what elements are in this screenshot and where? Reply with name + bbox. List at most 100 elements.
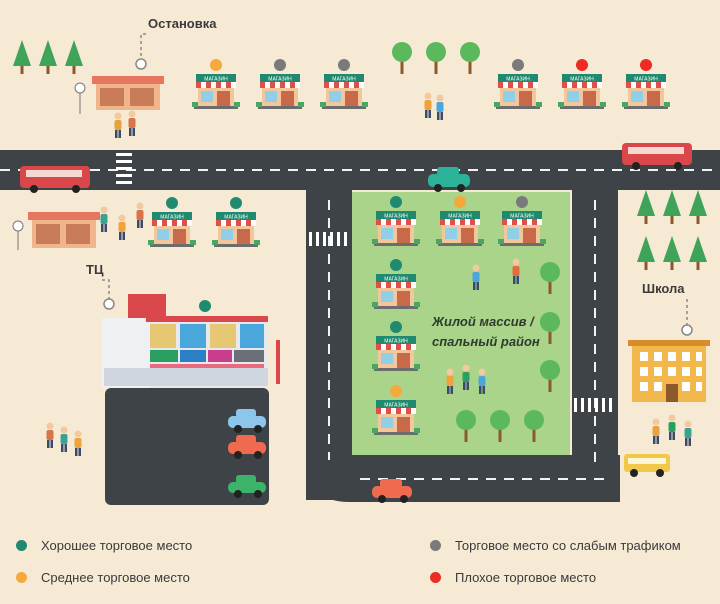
person	[472, 264, 480, 290]
person	[128, 110, 136, 136]
car-green	[228, 475, 266, 498]
shop-park-mid-1: МАГАЗИН	[372, 259, 420, 309]
shop-sign: МАГАЗИН	[224, 215, 248, 221]
shop-top-3: МАГАЗИН	[320, 59, 368, 109]
shop-sign: МАГАЗИН	[268, 77, 292, 83]
shop-sign: МАГАЗИН	[570, 77, 594, 83]
pine-tree	[663, 190, 681, 224]
round-tree	[540, 262, 560, 294]
legend-weak-label: Торговое место со слабым трафиком	[455, 538, 681, 553]
shop-park-top-1: МАГАЗИН	[372, 196, 420, 246]
legend-medium: Среднее торговое место	[16, 570, 190, 585]
shop-sign: МАГАЗИН	[384, 214, 408, 220]
shopping-mall	[102, 294, 280, 388]
people	[46, 92, 692, 456]
round-tree	[540, 312, 560, 344]
roads	[0, 150, 720, 505]
legend-good: Хорошее торговое место	[16, 538, 192, 553]
vehicles	[20, 143, 692, 503]
legend-good-label: Хорошее торговое место	[41, 538, 193, 553]
shop-sign: МАГАЗИН	[384, 277, 408, 283]
person	[684, 420, 692, 446]
shop-park-top-2: МАГАЗИН	[436, 196, 484, 246]
person	[100, 206, 108, 232]
shop-top-1: МАГАЗИН	[192, 59, 240, 109]
legend-medium-dot	[16, 572, 27, 583]
person	[74, 430, 82, 456]
shop-top-6: МАГАЗИН	[622, 59, 670, 109]
mall-parking	[105, 388, 269, 505]
rating-dot	[230, 197, 242, 209]
round-tree	[540, 360, 560, 392]
person	[462, 364, 470, 390]
legend-bad-dot	[430, 572, 441, 583]
pine-tree	[637, 236, 655, 270]
rating-dot	[454, 196, 466, 208]
pine-tree	[689, 236, 707, 270]
rating-dot	[390, 196, 402, 208]
rating-dot	[338, 59, 350, 71]
rating-dot	[390, 321, 402, 333]
school-bus	[624, 454, 670, 477]
callout-lines	[102, 33, 688, 326]
person	[436, 94, 444, 120]
person	[60, 426, 68, 452]
round-tree	[524, 410, 544, 442]
school-building	[628, 340, 710, 402]
rating-dot	[516, 196, 528, 208]
rating-dot	[210, 59, 222, 71]
shop-park-bottom: МАГАЗИН	[372, 385, 420, 435]
person	[652, 418, 660, 444]
label-residential: Жилой массив / спальный район	[432, 312, 540, 352]
pine-tree	[637, 190, 655, 224]
legend-weak: Торговое место со слабым трафиком	[430, 538, 681, 553]
person	[136, 202, 144, 228]
round-tree	[456, 410, 476, 442]
round-tree	[392, 42, 412, 74]
person	[446, 368, 454, 394]
shop-top-2: МАГАЗИН	[256, 59, 304, 109]
rating-dot-mall	[199, 300, 211, 312]
bus-stop-left	[12, 212, 100, 250]
rating-dot	[390, 385, 402, 397]
shop-top-5: МАГАЗИН	[558, 59, 606, 109]
shop-sign: МАГАЗИН	[384, 339, 408, 345]
legend-weak-dot	[430, 540, 441, 551]
person	[478, 368, 486, 394]
car-teal	[428, 167, 470, 192]
legend-bad: Плохое торговое место	[430, 570, 596, 585]
person	[512, 258, 520, 284]
shop-sign: МАГАЗИН	[204, 77, 228, 83]
rating-dot	[274, 59, 286, 71]
shop-park-top-3: МАГАЗИН	[498, 196, 546, 246]
bus-left	[20, 166, 90, 193]
shop-sign: МАГАЗИН	[384, 403, 408, 409]
pine-tree	[65, 40, 83, 74]
bus-stop-top	[74, 76, 164, 114]
rating-dot	[166, 197, 178, 209]
shop-sign: МАГАЗИН	[332, 77, 356, 83]
label-residential-line2: спальный район	[432, 334, 540, 349]
shop-sign: МАГАЗИН	[510, 214, 534, 220]
label-residential-line1: Жилой массив /	[432, 314, 534, 329]
shop-left-2: МАГАЗИН	[212, 197, 260, 247]
shop-park-mid-2: МАГАЗИН	[372, 321, 420, 371]
legend-good-dot	[16, 540, 27, 551]
rating-dot	[390, 259, 402, 271]
legend-bad-label: Плохое торговое место	[455, 570, 597, 585]
legend-medium-label: Среднее торговое место	[41, 570, 190, 585]
label-school: Школа	[642, 281, 685, 296]
person	[46, 422, 54, 448]
shop-sign: МАГАЗИН	[634, 77, 658, 83]
car-blue	[228, 409, 266, 433]
bus-right	[622, 143, 692, 170]
car-red-1	[228, 435, 266, 459]
rating-dot	[576, 59, 588, 71]
person	[118, 214, 126, 240]
rating-dot	[640, 59, 652, 71]
pine-tree	[39, 40, 57, 74]
label-bus-stop: Остановка	[148, 16, 217, 31]
round-tree	[460, 42, 480, 74]
person	[424, 92, 432, 118]
